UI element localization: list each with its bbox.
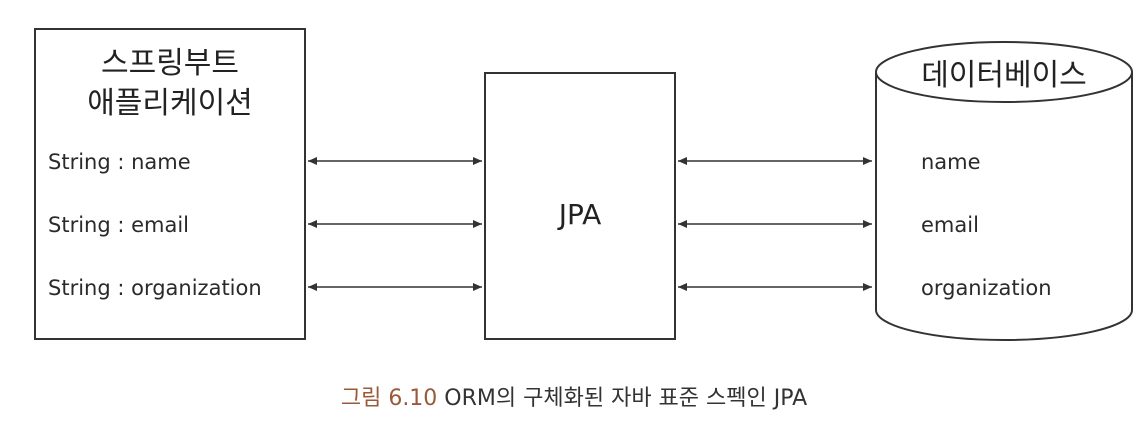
jpa-box: JPA [484, 72, 676, 340]
caption-text: ORM의 구체화된 자바 표준 스펙인 JPA [437, 386, 808, 411]
db-field-organization: organization [921, 276, 1052, 300]
db-field-email: email [921, 213, 979, 237]
figure-caption: 그림 6.10 ORM의 구체화된 자바 표준 스펙인 JPA [0, 380, 1148, 412]
db-field-name: name [921, 150, 981, 174]
app-field-organization: String : organization [48, 276, 262, 300]
app-field-email: String : email [48, 213, 190, 237]
database-cylinder [875, 41, 1133, 341]
app-title-line1: 스프링부트 [101, 46, 239, 81]
spring-boot-app-box: 스프링부트 애플리케이션 String : name String : emai… [34, 28, 306, 340]
database-title: 데이터베이스 [921, 58, 1087, 93]
jpa-label: JPA [558, 198, 602, 231]
figure-number: 그림 6.10 [340, 386, 438, 411]
app-field-name: String : name [48, 150, 191, 174]
app-title-line2: 애플리케이션 [87, 86, 253, 121]
